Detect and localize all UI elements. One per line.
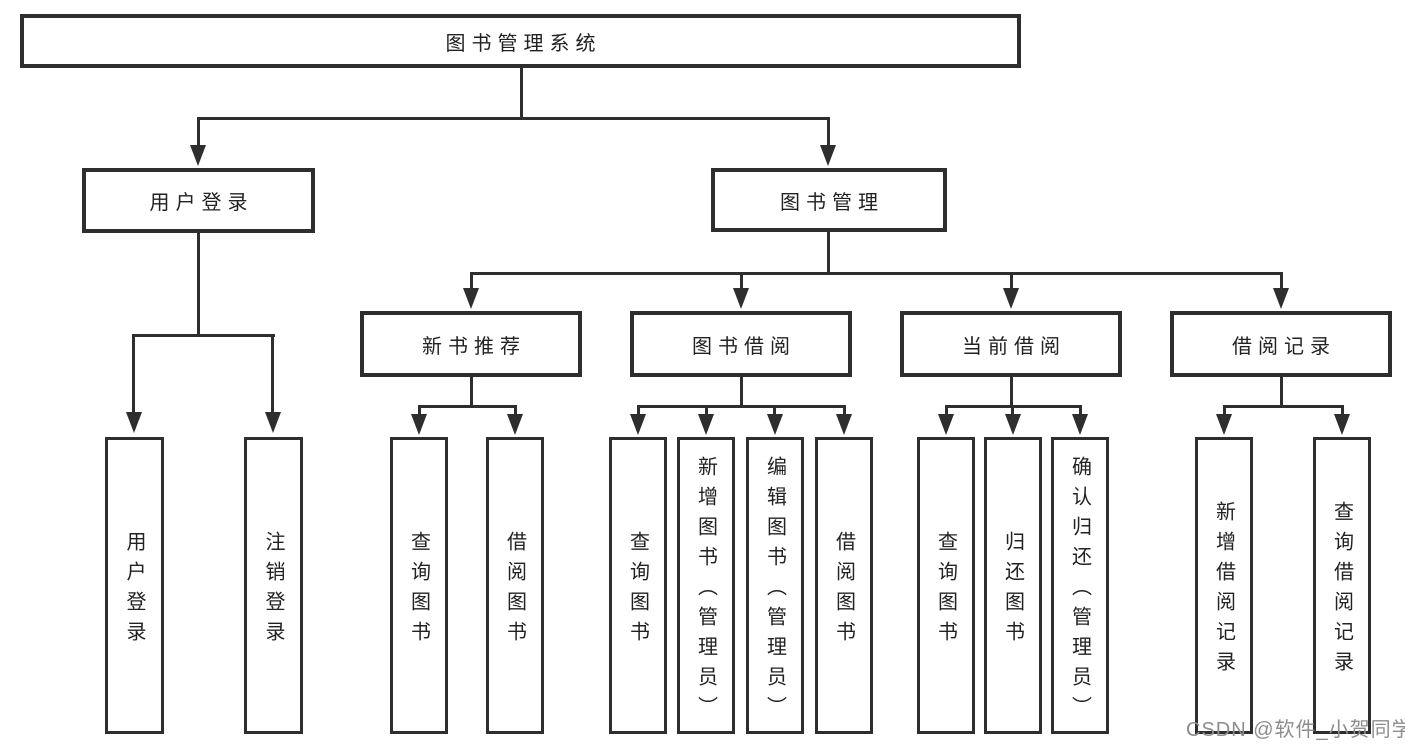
connector-line [740, 272, 743, 290]
node-book-borrow-label: 图书借阅 [692, 335, 796, 358]
csdn-watermark: CSDN @软件_小贺同学 [1186, 719, 1405, 741]
arrowhead-down-icon [630, 414, 646, 435]
node-current-borrow-label: 当前借阅 [962, 335, 1066, 358]
connector-line [470, 272, 1283, 275]
leaf-borrow-books-label: 借阅图书 [832, 530, 855, 651]
connector-line [773, 405, 776, 416]
arrowhead-down-icon [1273, 288, 1289, 309]
arrowhead-down-icon [1216, 414, 1232, 435]
leaf-return-books: 归还图书 [984, 437, 1042, 734]
connector-line [418, 405, 421, 416]
node-root-label: 图书管理系统 [445, 32, 602, 55]
arrowhead-down-icon [1005, 414, 1021, 435]
arrowhead-down-icon [698, 414, 714, 435]
connector-line [271, 334, 274, 413]
leaf-user-login: 用户登录 [105, 437, 164, 734]
leaf-logout-label: 注销登录 [262, 530, 284, 651]
connector-line [470, 375, 473, 408]
connector-line [827, 230, 830, 275]
node-new-book-recommend: 新书推荐 [360, 311, 582, 377]
leaf-query-books-current-label: 查询图书 [934, 530, 957, 651]
connector-line [132, 334, 135, 413]
leaf-add-books-admin: 新增图书（管理员） [677, 437, 735, 734]
leaf-query-books-recommend-label: 查询图书 [407, 530, 430, 651]
connector-line [1223, 405, 1226, 416]
arrowhead-down-icon [938, 414, 954, 435]
node-borrow-records-label: 借阅记录 [1232, 335, 1336, 358]
connector-line [470, 272, 473, 290]
leaf-user-login-label: 用户登录 [123, 530, 145, 651]
connector-line [514, 405, 517, 416]
connector-line [637, 405, 845, 408]
leaf-edit-books-admin: 编辑图书（管理员） [746, 437, 804, 734]
connector-line [197, 117, 200, 146]
leaf-query-books-current: 查询图书 [917, 437, 975, 734]
connector-line [1280, 272, 1283, 290]
node-user-login-label: 用户登录 [149, 192, 254, 214]
arrowhead-down-icon [507, 414, 523, 435]
node-current-borrow: 当前借阅 [900, 311, 1122, 377]
connector-line [637, 405, 640, 416]
node-book-borrow: 图书借阅 [630, 311, 852, 377]
node-book-mgmt: 图书管理 [711, 168, 947, 232]
leaf-borrow-books: 借阅图书 [815, 437, 873, 734]
leaf-query-borrow-record: 查询借阅记录 [1313, 437, 1371, 734]
connector-line [197, 117, 830, 120]
node-book-mgmt-label: 图书管理 [780, 191, 884, 214]
arrowhead-down-icon [265, 412, 281, 433]
leaf-query-books-borrow: 查询图书 [609, 437, 667, 734]
connector-line [843, 405, 846, 416]
leaf-logout: 注销登录 [244, 437, 303, 734]
arrowhead-down-icon [836, 414, 852, 435]
arrowhead-down-icon [1003, 288, 1019, 309]
leaf-return-books-label: 归还图书 [1001, 530, 1024, 651]
node-borrow-records: 借阅记录 [1170, 311, 1392, 377]
leaf-add-borrow-record: 新增借阅记录 [1195, 437, 1253, 734]
leaf-add-borrow-record-label: 新增借阅记录 [1212, 500, 1235, 681]
leaf-borrow-books-recommend: 借阅图书 [486, 437, 544, 734]
leaf-confirm-return-admin-label: 确认归还（管理员） [1068, 455, 1091, 726]
leaf-borrow-books-recommend-label: 借阅图书 [503, 530, 526, 651]
connector-line [740, 375, 743, 408]
leaf-query-books-recommend: 查询图书 [390, 437, 448, 734]
connector-line [132, 334, 275, 337]
node-user-login: 用户登录 [82, 168, 315, 233]
leaf-query-borrow-record-label: 查询借阅记录 [1330, 500, 1353, 681]
arrowhead-down-icon [820, 145, 836, 166]
connector-line [1010, 272, 1013, 290]
arrowhead-down-icon [1072, 414, 1088, 435]
connector-line [945, 405, 948, 416]
connector-line [520, 66, 523, 119]
arrowhead-down-icon [733, 288, 749, 309]
connector-line [1223, 405, 1343, 408]
connector-line [705, 405, 708, 416]
arrowhead-down-icon [1334, 414, 1350, 435]
leaf-edit-books-admin-label: 编辑图书（管理员） [763, 455, 786, 726]
connector-line [1280, 375, 1283, 408]
connector-line [1010, 375, 1013, 408]
arrowhead-down-icon [463, 288, 479, 309]
node-root: 图书管理系统 [20, 14, 1021, 68]
connector-line [418, 405, 517, 408]
leaf-confirm-return-admin: 确认归还（管理员） [1051, 437, 1109, 734]
arrowhead-down-icon [126, 412, 142, 433]
connector-line [1011, 405, 1014, 416]
arrowhead-down-icon [411, 414, 427, 435]
connector-line [1079, 405, 1082, 416]
connector-line [197, 231, 200, 337]
node-new-book-recommend-label: 新书推荐 [422, 335, 526, 358]
leaf-query-books-borrow-label: 查询图书 [626, 530, 649, 651]
arrowhead-down-icon [190, 145, 206, 166]
arrowhead-down-icon [767, 414, 783, 435]
leaf-add-books-admin-label: 新增图书（管理员） [694, 455, 717, 726]
connector-line [1341, 405, 1344, 416]
connector-line [827, 117, 830, 146]
